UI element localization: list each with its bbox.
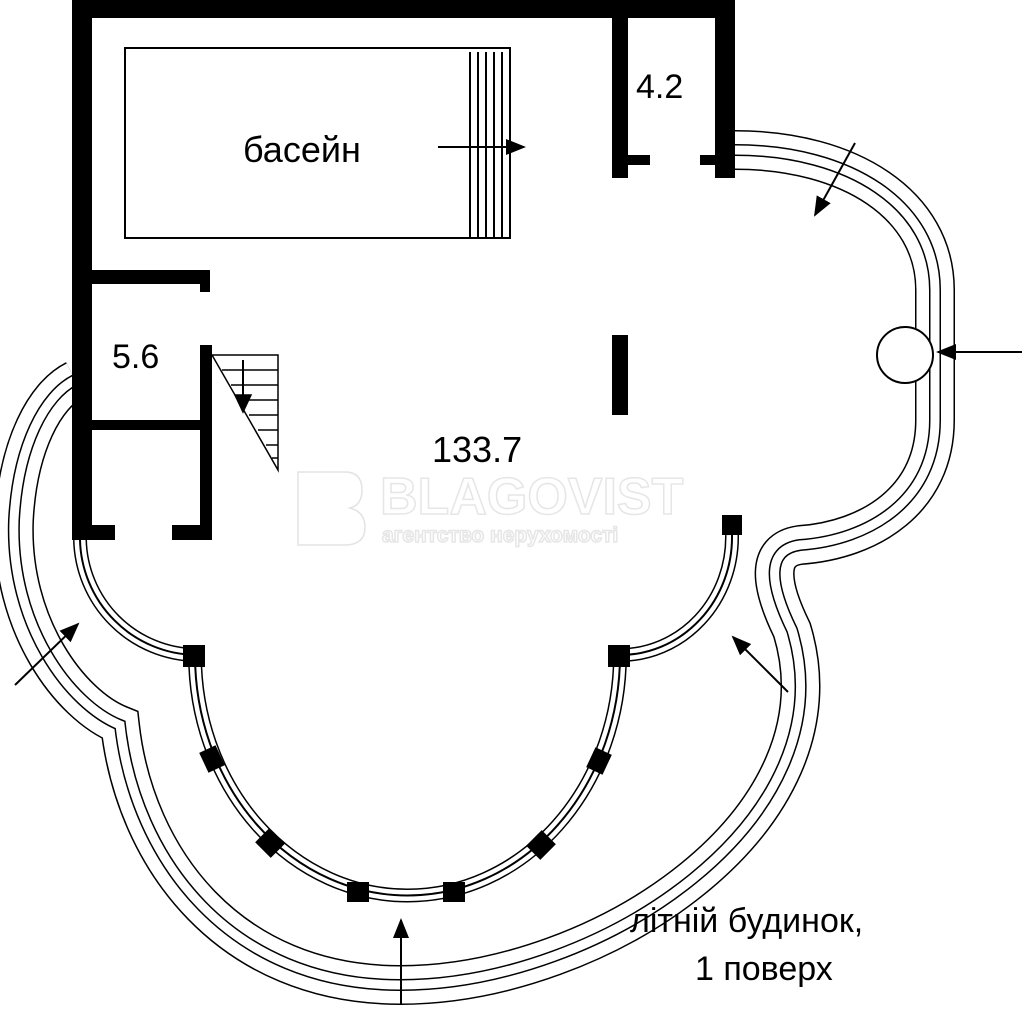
staircase <box>210 354 279 473</box>
walls <box>72 0 742 902</box>
blagovist-watermark: BLAGOVIST агентство нерухомості <box>297 467 684 548</box>
interior-area <box>92 18 905 540</box>
caption-line-1: літній будинок, <box>630 902 863 940</box>
watermark-brand: BLAGOVIST <box>380 468 684 526</box>
column <box>876 326 934 384</box>
pool-label: басейн <box>243 129 361 170</box>
watermark-tagline: агентство нерухомості <box>382 524 618 547</box>
arrow-southwest <box>14 622 80 686</box>
main-room-area: 133.7 <box>432 429 522 470</box>
room-area-4-2: 4.2 <box>636 68 683 106</box>
watermark-logo-icon <box>297 471 366 546</box>
entry-arrows <box>14 142 1022 1005</box>
caption-line-2: 1 поверх <box>695 950 833 988</box>
terrace-outline <box>0 130 955 1006</box>
room-area-5-6: 5.6 <box>112 338 159 376</box>
arrow-southeast <box>731 635 789 693</box>
arrow-northeast <box>814 142 856 217</box>
